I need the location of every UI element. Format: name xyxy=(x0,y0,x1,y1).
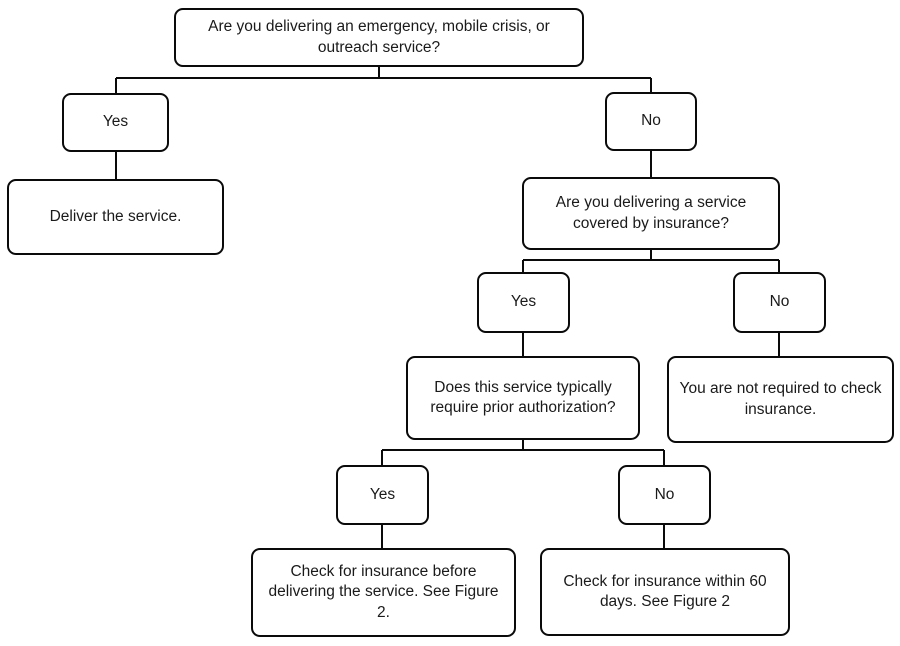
node-answer-q2-no[interactable]: No xyxy=(733,272,826,333)
node-label: Does this service typically require prio… xyxy=(430,378,616,416)
node-answer-q1-yes[interactable]: Yes xyxy=(62,93,169,152)
node-label: Deliver the service. xyxy=(49,207,182,225)
node-answer-q3-yes[interactable]: Yes xyxy=(336,465,429,525)
node-outcome-check-within-60-days[interactable]: Check for insurance within 60 days. See … xyxy=(540,548,790,636)
node-label: Are you delivering an emergency, mobile … xyxy=(208,18,550,56)
node-question-emergency-service[interactable]: Are you delivering an emergency, mobile … xyxy=(174,8,584,67)
node-label: You are not required to check insurance. xyxy=(679,380,882,418)
node-label: Check for insurance within 60 days. See … xyxy=(563,572,767,610)
node-outcome-not-required-to-check[interactable]: You are not required to check insurance. xyxy=(667,356,894,443)
node-outcome-deliver-service[interactable]: Deliver the service. xyxy=(7,179,224,255)
node-label: Check for insurance before delivering th… xyxy=(268,562,499,621)
node-label: No xyxy=(654,485,675,503)
node-label: Yes xyxy=(102,113,129,131)
node-label: Yes xyxy=(369,485,396,503)
node-label: No xyxy=(769,293,790,311)
node-label: No xyxy=(641,112,661,130)
node-outcome-check-before-delivering[interactable]: Check for insurance before delivering th… xyxy=(251,548,516,637)
node-question-prior-authorization[interactable]: Does this service typically require prio… xyxy=(406,356,640,440)
node-question-covered-by-insurance[interactable]: Are you delivering a service covered by … xyxy=(522,177,780,250)
node-answer-q2-yes[interactable]: Yes xyxy=(477,272,570,333)
node-label: Yes xyxy=(510,293,537,311)
node-answer-q3-no[interactable]: No xyxy=(618,465,711,525)
node-answer-q1-no[interactable]: No xyxy=(605,92,697,151)
node-label: Are you delivering a service covered by … xyxy=(555,194,747,232)
